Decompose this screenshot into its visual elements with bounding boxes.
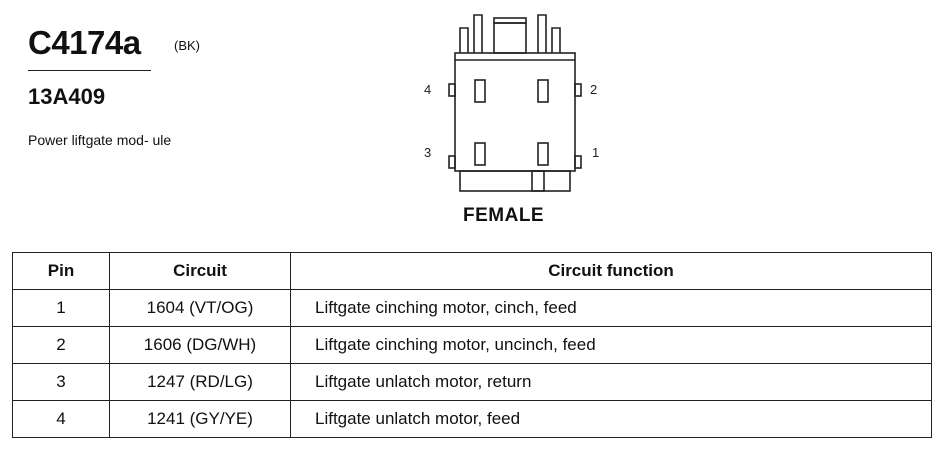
- pin-label-3: 3: [424, 145, 431, 160]
- pinout-table: Pin Circuit Circuit function 1 1604 (VT/…: [12, 252, 932, 438]
- pin-cavity-1: [537, 142, 549, 166]
- connector-description: Power liftgate mod- ule: [28, 132, 172, 148]
- connector-base: [459, 170, 571, 192]
- connector-gender-label: FEMALE: [463, 205, 545, 226]
- table-row: 4 1241 (GY/YE) Liftgate unlatch motor, f…: [12, 400, 932, 438]
- cell-pin: 1: [12, 289, 110, 327]
- cell-pin: 3: [12, 363, 110, 401]
- cell-pin: 4: [12, 400, 110, 438]
- pin-label-2: 2: [590, 82, 597, 97]
- table-header-row: Pin Circuit Circuit function: [12, 252, 932, 290]
- table-row: 1 1604 (VT/OG) Liftgate cinching motor, …: [12, 289, 932, 327]
- header-pin: Pin: [12, 252, 110, 290]
- color-code: (BK): [174, 38, 200, 53]
- part-number: 13A409: [28, 84, 106, 109]
- connector-id-underline: [28, 70, 151, 71]
- cell-circuit: 1604 (VT/OG): [109, 289, 291, 327]
- cell-circuit-function: Liftgate cinching motor, cinch, feed: [290, 289, 932, 327]
- pin-cavity-2: [537, 79, 549, 103]
- pin-cavity-3: [474, 142, 486, 166]
- cell-circuit: 1247 (RD/LG): [109, 363, 291, 401]
- cell-circuit-function: Liftgate unlatch motor, return: [290, 363, 932, 401]
- connector-body: [454, 52, 576, 172]
- table-row: 3 1247 (RD/LG) Liftgate unlatch motor, r…: [12, 363, 932, 401]
- cell-circuit-function: Liftgate cinching motor, uncinch, feed: [290, 326, 932, 364]
- cell-circuit: 1606 (DG/WH): [109, 326, 291, 364]
- cell-pin: 2: [12, 326, 110, 364]
- cell-circuit: 1241 (GY/YE): [109, 400, 291, 438]
- connector-latch: [459, 14, 561, 54]
- pin-label-4: 4: [424, 82, 431, 97]
- pin-cavity-4: [474, 79, 486, 103]
- header-circuit: Circuit: [109, 252, 291, 290]
- cell-circuit-function: Liftgate unlatch motor, feed: [290, 400, 932, 438]
- connector-id: C4174a: [28, 24, 141, 61]
- table-row: 2 1606 (DG/WH) Liftgate cinching motor, …: [12, 326, 932, 364]
- header-circuit-function: Circuit function: [290, 252, 932, 290]
- pin-label-1: 1: [592, 145, 599, 160]
- connector-face-diagram: 4 2 3 1: [424, 14, 599, 192]
